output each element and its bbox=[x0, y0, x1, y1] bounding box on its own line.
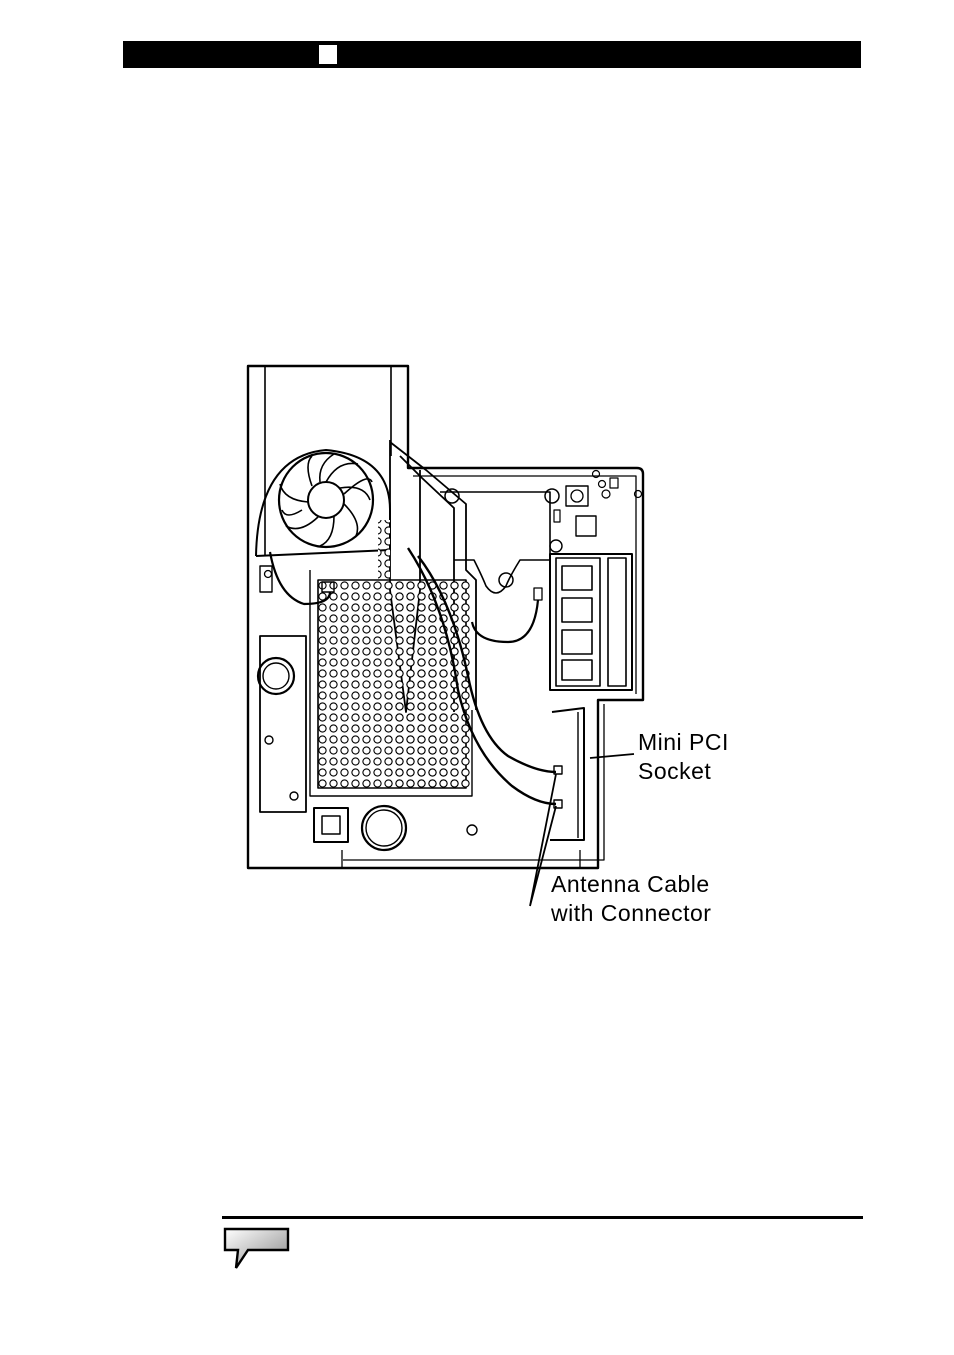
antenna-label-line-1: Antenna Cable bbox=[551, 870, 711, 899]
footer-rule bbox=[222, 1216, 863, 1219]
header-bar bbox=[123, 41, 861, 68]
cooling-fan bbox=[256, 450, 390, 556]
notebook-underside-diagram bbox=[240, 360, 760, 940]
antenna-label-line-2: with Connector bbox=[551, 899, 711, 928]
memory-module bbox=[550, 554, 632, 690]
square-icon bbox=[319, 45, 337, 64]
mini-pci-socket-label: Mini PCI Socket bbox=[638, 728, 729, 786]
mini-pci-socket-figure: Mini PCI Socket Antenna Cable with Conne… bbox=[240, 360, 760, 940]
mini-pci-label-line-2: Socket bbox=[638, 757, 729, 786]
antenna-cable-label: Antenna Cable with Connector bbox=[551, 870, 711, 928]
speech-bubble-icon bbox=[222, 1224, 292, 1272]
mini-pci-label-line-1: Mini PCI bbox=[638, 728, 729, 757]
